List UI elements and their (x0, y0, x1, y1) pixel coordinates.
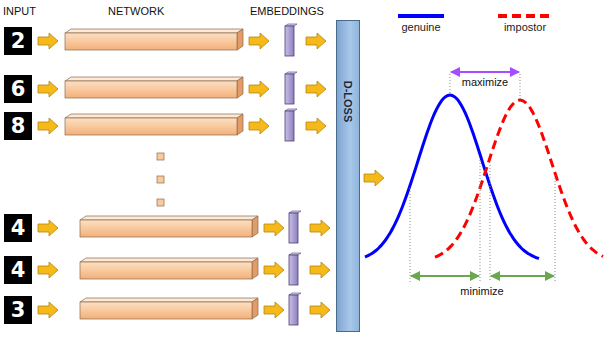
network-block (80, 220, 252, 237)
network-top (65, 77, 243, 81)
embedding-vector (289, 213, 298, 243)
embedding-vector (285, 74, 294, 104)
minimize-arrow (491, 275, 554, 277)
input-image (4, 214, 32, 242)
genuine-curve (365, 95, 539, 258)
network-top (65, 29, 243, 33)
network-side (237, 29, 243, 50)
flow-arrow (38, 33, 58, 49)
input-image (4, 75, 32, 103)
network-side (252, 298, 258, 319)
flow-arrow (38, 220, 58, 236)
flow-arrow (306, 33, 326, 49)
flow-arrow (306, 81, 326, 97)
guide-line (410, 188, 411, 282)
minimize-label: minimize (460, 285, 503, 298)
network-top (65, 114, 243, 118)
embedding-vector (289, 255, 298, 285)
input-digit: 6 (4, 75, 32, 103)
column-header: INPUT (3, 5, 36, 18)
legend-line (398, 14, 444, 18)
flow-arrow (306, 118, 326, 134)
guide-line (555, 175, 556, 282)
flow-arrow (364, 170, 384, 186)
network-side (252, 258, 258, 279)
ellipsis-dot (157, 153, 164, 160)
ellipsis-dot (157, 199, 164, 206)
input-digit: 4 (4, 214, 32, 242)
input-digit: 3 (4, 296, 32, 324)
legend-line (498, 14, 552, 18)
flow-arrow (249, 81, 269, 97)
legend-swatch (498, 11, 552, 21)
column-header: NETWORK (108, 5, 164, 18)
network-block (65, 33, 237, 50)
input-digit: 2 (4, 27, 32, 55)
loss-band: D-LOSS (336, 20, 360, 332)
network-side (237, 114, 243, 135)
column-header: EMBEDDINGS (250, 5, 324, 18)
maximize-label: maximize (462, 76, 508, 89)
input-image (4, 296, 32, 324)
loss-label: D-LOSS (341, 80, 354, 122)
guide-line (450, 74, 451, 94)
input-image (4, 256, 32, 284)
flow-arrow (38, 118, 58, 134)
embedding-vector (285, 26, 294, 56)
flow-arrow (264, 220, 284, 236)
flow-arrow (310, 220, 330, 236)
legend-swatch (398, 11, 444, 21)
embedding-vector (289, 295, 298, 325)
network-block (65, 81, 237, 98)
flow-arrow (310, 302, 330, 318)
network-block (80, 262, 252, 279)
guide-line (520, 74, 521, 99)
network-top (80, 258, 258, 262)
network-side (252, 216, 258, 237)
network-block (65, 118, 237, 135)
legend-item: genuine (398, 11, 444, 34)
flow-arrow (264, 302, 284, 318)
ellipsis-dot (157, 176, 164, 183)
guide-line (490, 165, 491, 282)
network-top (80, 298, 258, 302)
flow-arrow (38, 262, 58, 278)
impostor-curve (435, 100, 603, 257)
flow-arrow (38, 302, 58, 318)
input-digit: 4 (4, 256, 32, 284)
network-block (80, 302, 252, 319)
maximize-arrow (451, 71, 519, 73)
flow-arrow (264, 262, 284, 278)
legend-item: impostor (498, 11, 552, 34)
embedding-vector (285, 111, 294, 141)
legend-text: genuine (398, 21, 444, 34)
flow-arrow (249, 118, 269, 134)
network-top (80, 216, 258, 220)
flow-arrow (310, 262, 330, 278)
guide-line (480, 160, 481, 282)
legend-text: impostor (498, 21, 552, 34)
flow-arrow (249, 33, 269, 49)
input-image (4, 112, 32, 140)
flow-arrow (38, 81, 58, 97)
input-digit: 8 (4, 112, 32, 140)
minimize-arrow (411, 275, 479, 277)
network-side (237, 77, 243, 98)
input-image (4, 27, 32, 55)
